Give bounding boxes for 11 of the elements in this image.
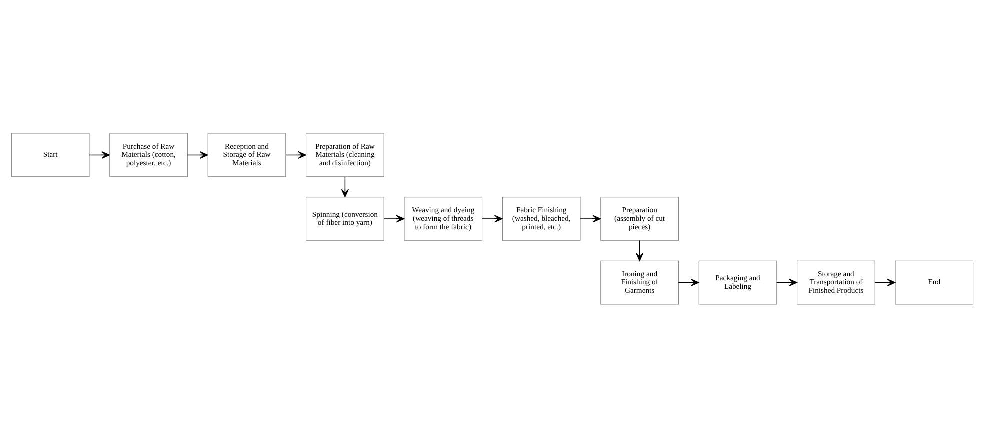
arrow xyxy=(286,151,306,160)
arrow xyxy=(482,215,503,223)
arrow xyxy=(341,176,350,198)
arrow xyxy=(384,215,405,223)
arrow xyxy=(580,215,602,223)
arrow xyxy=(636,240,644,262)
arrow xyxy=(678,278,700,287)
arrow xyxy=(187,151,208,160)
arrow xyxy=(89,151,110,160)
arrow xyxy=(874,278,896,287)
arrow xyxy=(776,278,798,287)
